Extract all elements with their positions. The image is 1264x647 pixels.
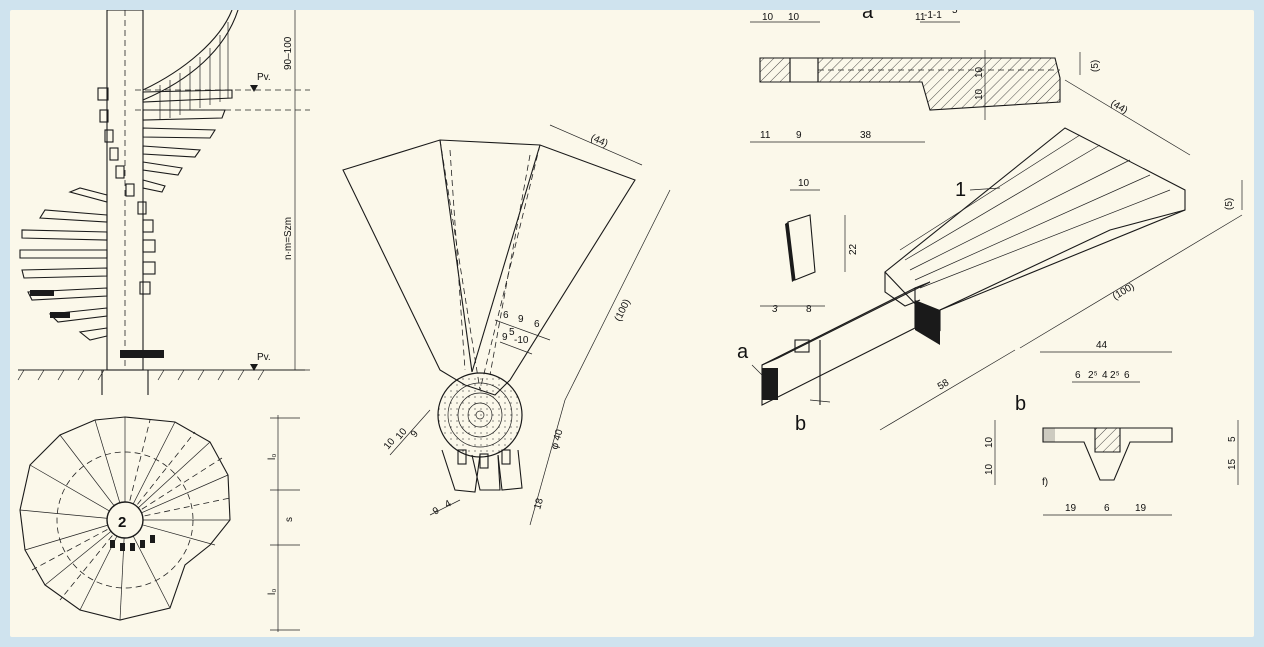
plan-lo-b: l₀: [267, 589, 278, 595]
fan-10: -10: [514, 335, 529, 346]
tread-tip-c: [497, 449, 523, 491]
fan-93-sup: 5: [509, 327, 515, 338]
central-column: [106, 10, 144, 371]
sec-10b: 10: [974, 88, 985, 100]
tread-tip-b: [471, 454, 501, 491]
fan-18-label: 18: [532, 497, 546, 511]
fan-small-4: 4: [443, 498, 454, 511]
iso-5: (5): [1224, 198, 1235, 210]
sec-11: 11: [760, 130, 771, 141]
tread-fan-plan: (44) (100) φ 40 18 6 9 6 9 5 -10 10 10 9…: [342, 124, 671, 526]
bsec-44: 44: [1096, 340, 1108, 351]
handrail: [142, 10, 233, 91]
plan-column: [106, 501, 144, 539]
bottom-step: [120, 350, 164, 358]
fan-left-10a: 10: [382, 436, 398, 452]
elev-90-100-label: 90–100: [283, 36, 294, 70]
bsec-6a: 6: [1075, 370, 1081, 381]
block-3: 3: [772, 304, 778, 315]
tread-top-face: [884, 127, 1186, 332]
fan-6b: 6: [534, 319, 540, 330]
iso-44: (44): [1109, 98, 1130, 116]
fan-small-9: 9: [431, 505, 442, 518]
elev-nm-label: n·m=Szm: [283, 217, 294, 260]
fan-6a: 6: [503, 310, 509, 321]
spiral-stair-plan: 2 l₀ s l₀: [19, 415, 300, 632]
sec-top-a: a: [862, 10, 874, 23]
iso-58: 58: [936, 377, 952, 392]
fan-phi40-label: φ 40: [549, 428, 565, 451]
plan-number: 2: [118, 514, 126, 531]
elev-pv-bottom-label: Pv.: [257, 352, 271, 363]
section-body-hatch: [817, 57, 1061, 111]
technical-drawing: 90–100 Pv. n·m=Szm Pv.: [17, 10, 1243, 632]
tread-tip-a: [441, 449, 481, 493]
treads-right: [142, 89, 233, 193]
bsec-b: b: [1015, 393, 1026, 415]
iso-100: (100): [1111, 281, 1137, 302]
sec-top-sup: 5: [952, 10, 958, 16]
column-log: [437, 372, 523, 458]
sec-5: (5): [1090, 60, 1101, 72]
fan-left-9: 9: [409, 428, 421, 440]
wood-grain: [899, 134, 1171, 289]
block-8: 8: [806, 304, 812, 315]
plan-s: s: [284, 517, 295, 522]
block-10: 10: [798, 178, 810, 189]
bsec-10b: 10: [984, 463, 995, 475]
tread-beam: [761, 287, 916, 406]
bsec-25a: 2⁵: [1088, 370, 1098, 381]
fan-100-label: (100): [613, 297, 633, 323]
fan-9: 9: [518, 314, 524, 325]
sec-top-11: 11: [915, 12, 926, 23]
level-marker-top: [250, 85, 258, 92]
fan-dim-44: [549, 124, 643, 166]
sec-top-dash: -1-1: [924, 10, 942, 21]
section-left-hatch: [759, 57, 791, 83]
sec-top-10a: 10: [762, 12, 774, 23]
bsec-4: 4: [1102, 370, 1108, 381]
sec-38: 38: [860, 130, 872, 141]
treads-left: [19, 187, 108, 341]
iso-1: 1: [955, 179, 966, 201]
plan-lo-a: l₀: [267, 454, 278, 460]
column-blocks: [97, 87, 156, 295]
bsec-5: 5: [1227, 436, 1238, 442]
elev-pv-top-label: Pv.: [257, 72, 271, 83]
iso-b: b: [795, 413, 806, 435]
bsec-19b: 19: [1135, 503, 1147, 514]
bsec-10a: 10: [984, 436, 995, 448]
level-marker-bottom: [250, 364, 258, 371]
tread-isometric: 10 22 3 8 1 (44) (5) (100) 58 a b: [737, 79, 1243, 435]
bsec-25b: 2⁵: [1110, 370, 1120, 381]
drawing-sheet: 90–100 Pv. n·m=Szm Pv.: [10, 10, 1254, 637]
ground-hatch: [17, 369, 265, 381]
tread-section-a: 10 10 a 11 -1-1 5 10 10 (5) 11 9 38: [750, 10, 1101, 143]
section-b: 44 6 2⁵ 4 2⁵ 6 b 10 10 f) 5 15 19 6 19: [984, 340, 1239, 516]
bsec-profile: [1042, 427, 1173, 481]
beam-end: [762, 368, 778, 400]
plan-tread-lines: [19, 417, 231, 621]
fan-left-10b: 10: [394, 426, 410, 442]
bsec-19a: 19: [1065, 503, 1077, 514]
block-22: 22: [848, 243, 859, 255]
spacer-block: [787, 214, 816, 281]
fan-outline: [342, 139, 636, 396]
bsec-6: 6: [1104, 503, 1110, 514]
plan-small-blocks: [110, 535, 155, 551]
sec-10a: 10: [974, 66, 985, 78]
bsec-slot: [1094, 427, 1121, 453]
spiral-stair-elevation: 90–100 Pv. n·m=Szm Pv.: [17, 10, 310, 395]
bsec-15: 15: [1227, 458, 1238, 470]
bsec-6b: 6: [1124, 370, 1130, 381]
fan-93: 9: [502, 332, 508, 343]
sec-top-10b: 10: [788, 12, 800, 23]
iso-a: a: [737, 341, 749, 363]
fan-44-label: (44): [589, 133, 610, 150]
bsec-f: f): [1042, 477, 1048, 488]
sec-9: 9: [796, 130, 802, 141]
